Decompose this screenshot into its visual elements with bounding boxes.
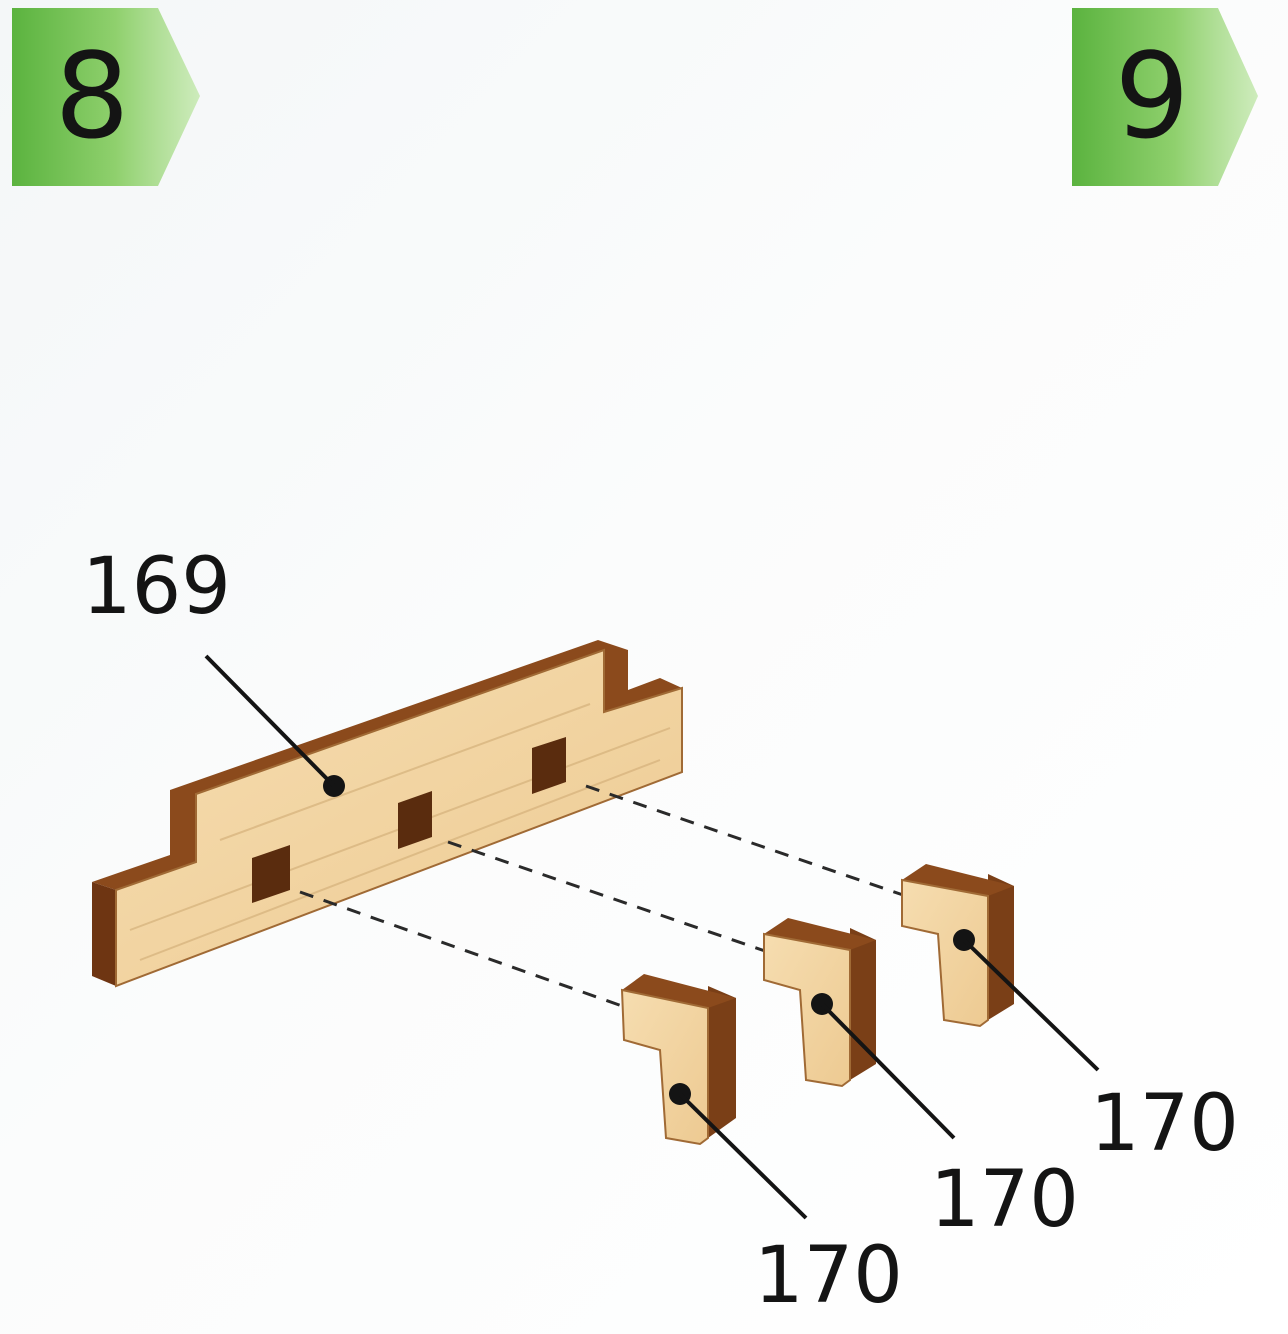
part-label-170: 170	[1090, 1079, 1239, 1169]
step-number-next: 9	[1114, 27, 1189, 165]
step-number-current: 8	[54, 27, 129, 165]
peg-side-edge	[988, 874, 1014, 1020]
rail-left-edge	[92, 882, 116, 986]
peg-side-edge	[708, 986, 736, 1138]
part-label-170: 170	[930, 1155, 1079, 1245]
part-label-170: 170	[754, 1231, 903, 1321]
part-label-169: 169	[82, 542, 231, 632]
